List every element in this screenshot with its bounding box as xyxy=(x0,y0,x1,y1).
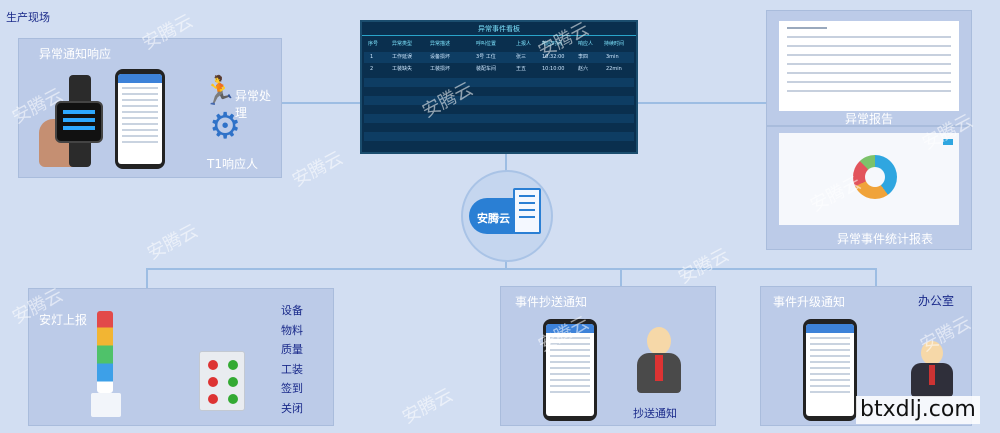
table-cell: 李四 xyxy=(578,54,589,60)
dashboard-header-cell: 呼叫位置 xyxy=(476,41,497,47)
stats-report-document xyxy=(779,133,959,225)
stats-legend-swatch xyxy=(943,139,953,145)
andon-button-label: 关闭 xyxy=(281,401,303,415)
table-cell: 10:10:00 xyxy=(542,66,565,72)
dashboard-header-cell: 异常描述 xyxy=(430,41,451,47)
panel-andon-title: 安灯上报 xyxy=(39,313,88,327)
gear-icon: ⚙ xyxy=(209,106,242,147)
panel-event-stats: 异常事件统计报表 xyxy=(766,126,972,250)
panel-event-report: 异常报告 xyxy=(766,10,972,126)
cloud-label: 安腾云 xyxy=(477,212,510,225)
andon-tower-base xyxy=(91,393,121,417)
server-icon xyxy=(513,188,541,234)
panel-event-dashboard: 异常事件看板 序号 异常类型 异常描述 呼叫位置 上报人 响应时间 响应人 持续… xyxy=(360,20,638,154)
corner-watermark: btxdlj.com xyxy=(856,396,980,424)
table-cell: 装配车间 xyxy=(476,66,497,72)
dashboard-header-cell: 响应人 xyxy=(578,41,594,47)
andon-button-label: 物料 xyxy=(281,323,303,337)
watch-face xyxy=(55,101,103,143)
executive-avatar-icon xyxy=(911,341,953,397)
manager-avatar-icon xyxy=(633,327,685,393)
site-label: 生产现场 xyxy=(6,11,50,24)
table-row: 2 工装缺失 工装损坏 装配车间 王五 10:10:00 赵六 22min xyxy=(364,64,634,75)
dashboard-header-cell: 异常类型 xyxy=(392,41,413,47)
watermark-text: 安腾云 xyxy=(674,244,733,289)
panel-copy-title: 事件抄送通知 xyxy=(515,295,588,309)
table-cell: 赵六 xyxy=(578,66,589,72)
dashboard-title: 异常事件看板 xyxy=(362,22,636,36)
stats-donut-chart xyxy=(853,155,897,199)
running-person-icon: 🏃 xyxy=(202,74,237,107)
handle-label: 异常处理 xyxy=(235,89,272,120)
andon-button-label: 工装 xyxy=(281,362,303,376)
copy-caption: 抄送通知 xyxy=(633,407,677,420)
phone-watch-panel xyxy=(115,69,165,169)
connector-bottom-right xyxy=(875,268,877,286)
table-cell: 张三 xyxy=(516,54,527,60)
panel-watch-title: 异常通知响应 xyxy=(39,47,112,61)
phone-escalation-panel xyxy=(803,319,857,421)
table-cell: 2 xyxy=(370,66,374,72)
panel-copy-notice: 事件抄送通知 抄送通知 xyxy=(500,286,716,426)
connector-bottom-left xyxy=(146,268,148,288)
andon-button-list: 设备 物料 质量 工装 签到 关闭 xyxy=(281,301,303,418)
panel-watch-response: 异常通知响应 🏃 ⚙ 异常处理 T1响应人 xyxy=(18,38,282,178)
smartwatch-image xyxy=(39,75,109,167)
connector-top-right xyxy=(638,102,766,104)
control-button-box xyxy=(199,351,245,411)
watermark-text: 安腾云 xyxy=(398,384,457,429)
table-cell: 工作延误 xyxy=(392,54,413,60)
andon-button-label: 签到 xyxy=(281,382,303,395)
table-cell: 设备损坏 xyxy=(430,54,451,60)
panel-escalate-title: 事件升级通知 xyxy=(773,295,846,309)
responder-label: T1响应人 xyxy=(207,157,258,171)
watermark-text: 安腾云 xyxy=(288,147,347,192)
dashboard-header-row: 序号 异常类型 异常描述 呼叫位置 上报人 响应时间 响应人 持续时间 xyxy=(364,39,634,50)
table-cell: 1 xyxy=(370,54,374,60)
table-cell: 22min xyxy=(606,66,622,72)
report-document xyxy=(779,21,959,111)
panel-stats-title: 异常事件统计报表 xyxy=(837,232,934,246)
connector-bottom-horizontal xyxy=(146,268,876,270)
office-label: 办公室 xyxy=(918,294,955,308)
dashboard-header-cell: 持续时间 xyxy=(604,41,625,47)
andon-button-label: 质量 xyxy=(281,343,303,356)
table-cell: 3号 工位 xyxy=(476,54,496,60)
table-cell: 工装缺失 xyxy=(392,66,413,72)
watermark-text: 安腾云 xyxy=(143,220,202,265)
table-cell: 王五 xyxy=(516,66,527,72)
cloud-hub: 安腾云 xyxy=(461,170,553,262)
panel-report-title: 异常报告 xyxy=(845,112,894,126)
table-cell: 10:32:00 xyxy=(542,54,565,60)
dashboard-header-cell: 上报人 xyxy=(516,41,532,47)
table-cell: 3min xyxy=(606,54,619,60)
dashboard-empty-rows xyxy=(364,78,634,150)
phone-copy-panel xyxy=(543,319,597,421)
dashboard-header-cell: 序号 xyxy=(368,41,379,47)
connector-bottom-mid xyxy=(620,268,622,286)
dashboard-header-cell: 响应时间 xyxy=(542,41,563,47)
table-row: 1 工作延误 设备损坏 3号 工位 张三 10:32:00 李四 3min xyxy=(364,52,634,63)
table-cell: 工装损坏 xyxy=(430,66,451,72)
panel-andon-report: 安灯上报 设备 物料 质量 工装 签到 关闭 xyxy=(28,288,334,426)
andon-button-label: 设备 xyxy=(281,304,303,317)
andon-tower-light xyxy=(97,311,113,393)
